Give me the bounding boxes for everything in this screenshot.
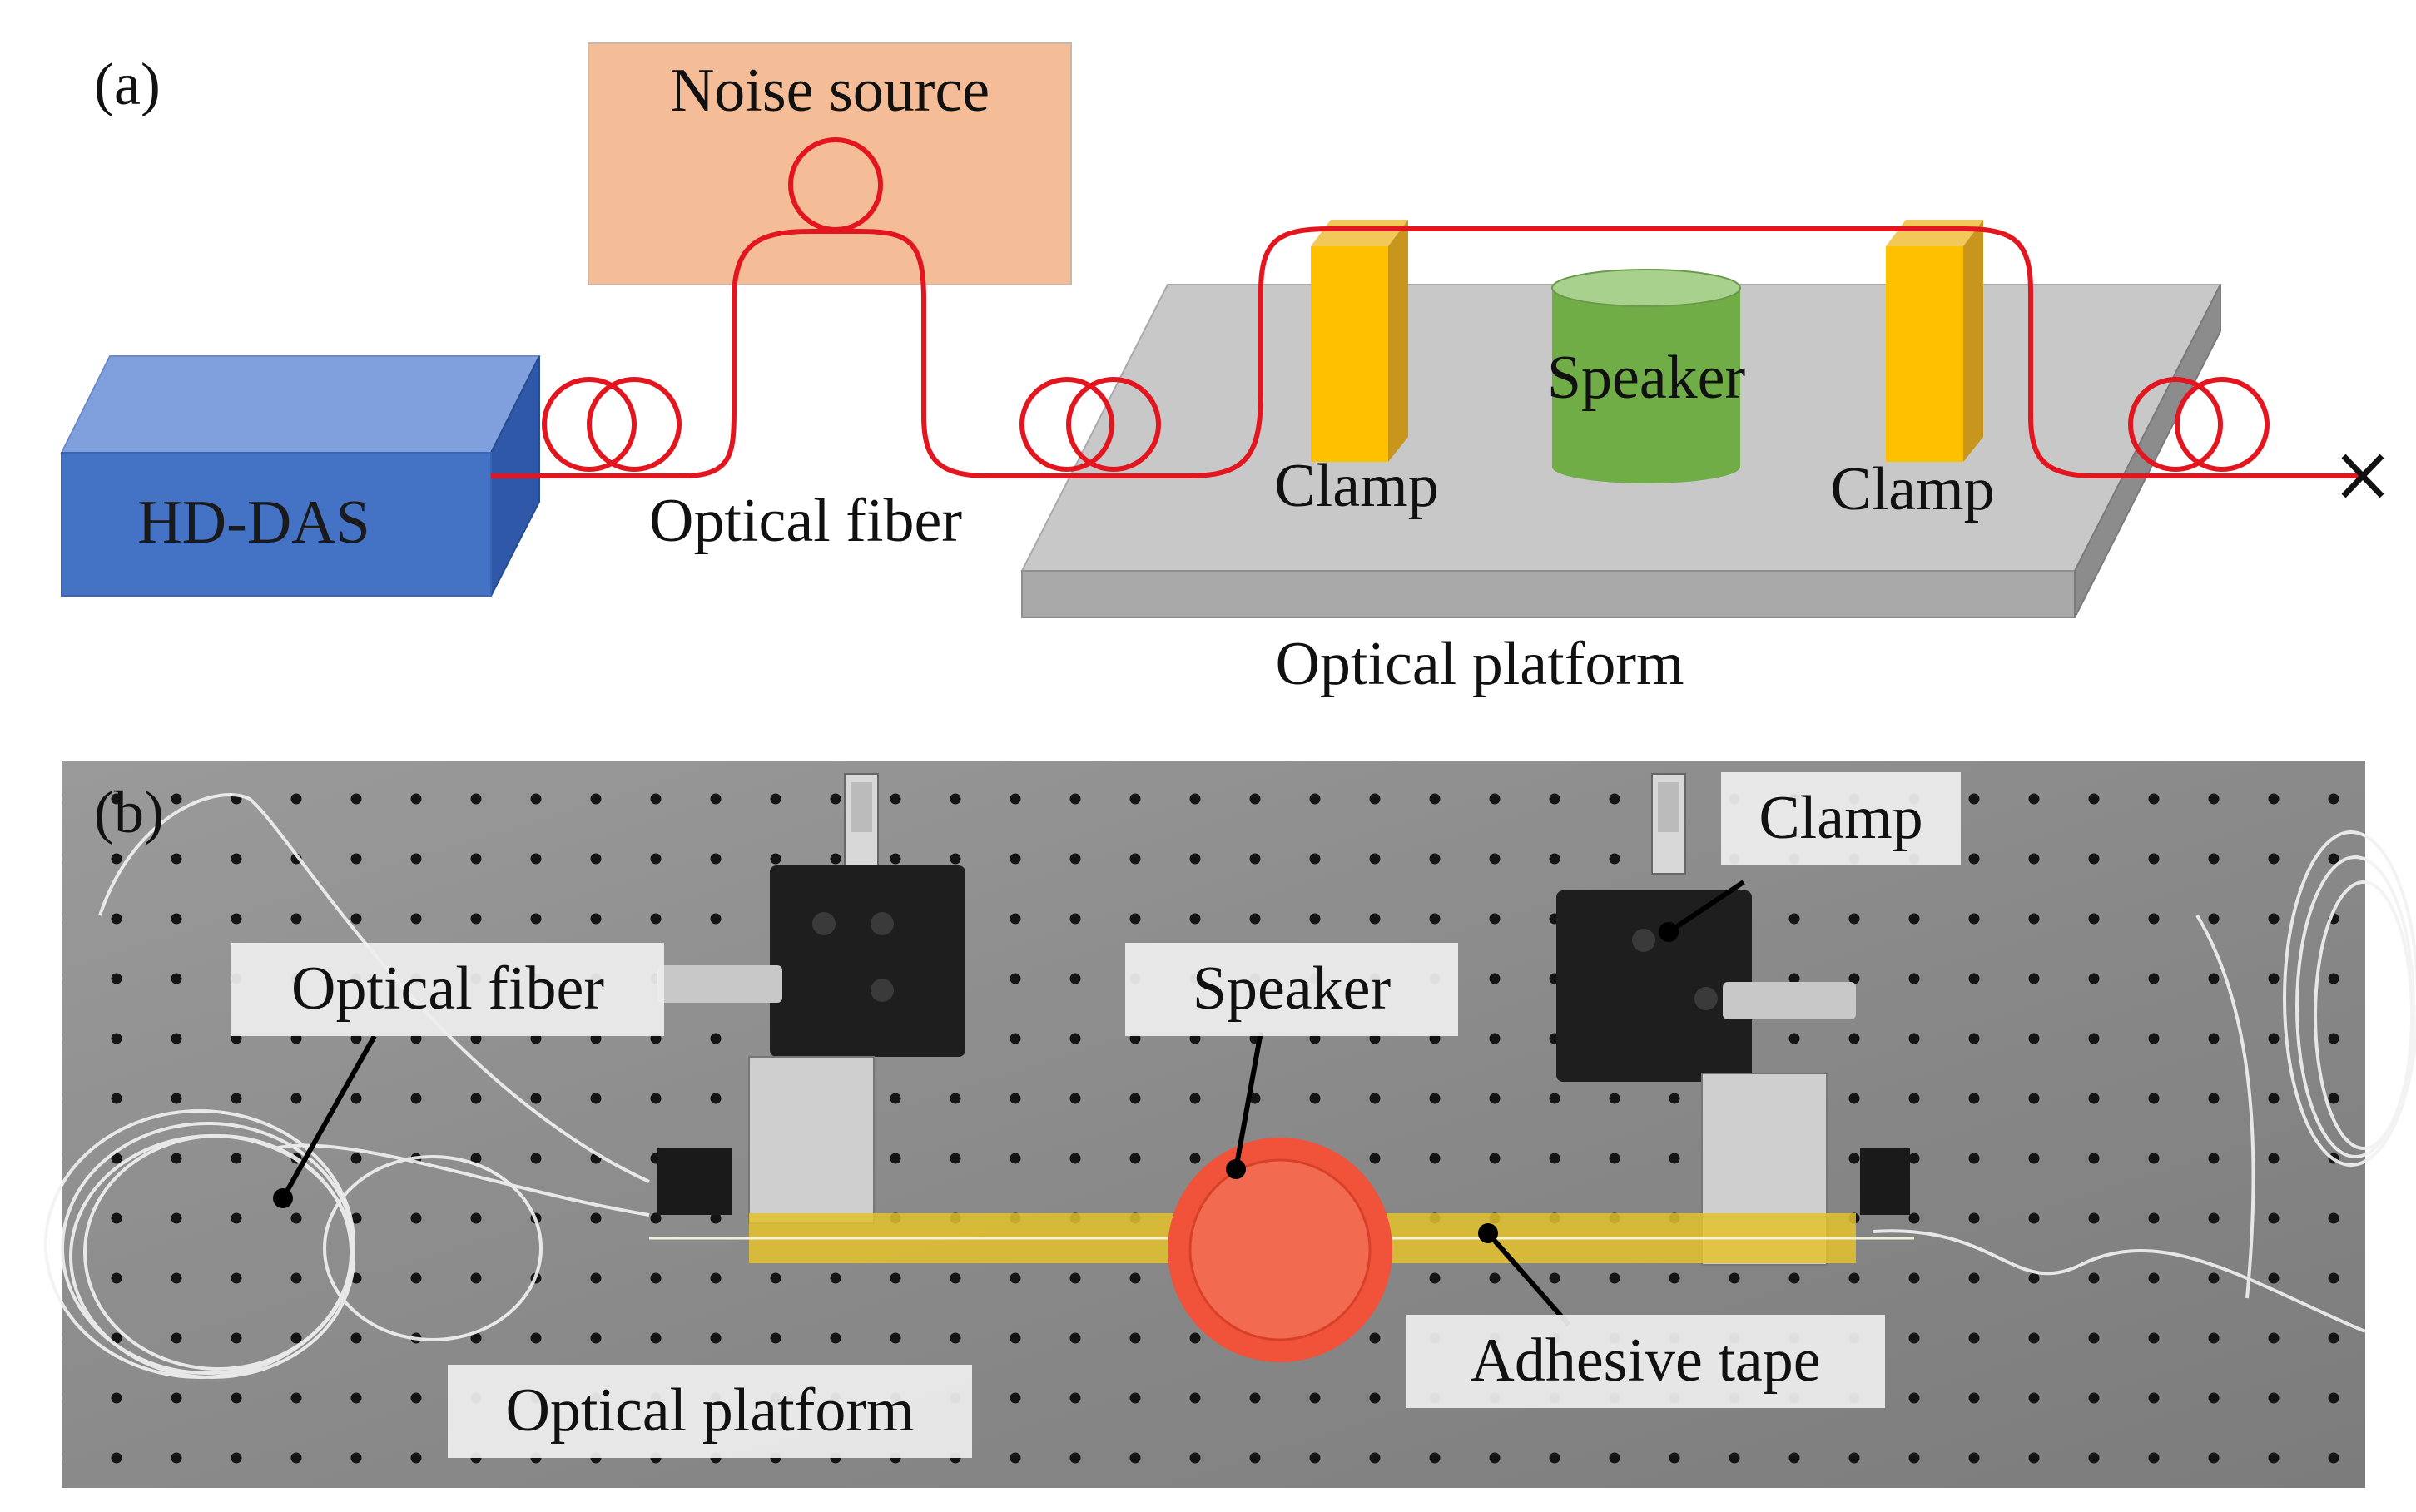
hd-das-box	[60, 355, 541, 597]
speaker-label-b: Speaker	[1193, 954, 1391, 1023]
optical-platform-label-b: Optical platform	[505, 1376, 914, 1445]
label-box-optical-platform	[448, 1365, 972, 1458]
optical-fiber-label-a: Optical fiber	[649, 487, 962, 555]
panel-b-photo: (b) Optical fiber Speaker Clamp Adhesive…	[44, 761, 2416, 1488]
label-box-adhesive-tape	[1406, 1315, 1885, 1408]
speaker-label: Speaker	[1547, 344, 1745, 412]
hd-das-label: HD-DAS	[137, 488, 370, 557]
noise-source-label: Noise source	[670, 57, 990, 125]
label-box-optical-fiber	[231, 943, 664, 1036]
fiber-coil-left	[44, 793, 650, 1379]
clamp-right	[1886, 220, 1983, 462]
clamp-left-label: Clamp	[1274, 452, 1438, 520]
clamp-mechanism-left	[657, 773, 965, 1224]
panel-a-label: (a)	[94, 51, 161, 117]
fiber-coil-right	[1872, 830, 2416, 1333]
callout-dots	[273, 922, 1679, 1243]
optical-fiber-label-b: Optical fiber	[291, 954, 604, 1023]
optical-platform-label-a: Optical platform	[1275, 630, 1684, 698]
clamp-label-b: Clamp	[1759, 784, 1922, 852]
callout-pointers	[280, 880, 1745, 1326]
panel-a: (a) Noise source HD-DAS	[60, 42, 2384, 698]
adhesive-tape-label: Adhesive tape	[1470, 1326, 1820, 1395]
clamp-right-label: Clamp	[1830, 455, 1994, 523]
label-box-clamp	[1721, 772, 1961, 865]
panel-b-label: (b)	[94, 779, 164, 845]
optical-fiber-path	[491, 137, 2364, 478]
noise-source-box	[588, 42, 1072, 285]
speaker-photo	[1168, 1138, 1392, 1362]
speaker-cylinder	[1551, 269, 1741, 483]
label-box-speaker	[1125, 943, 1458, 1036]
clamp-left	[1311, 220, 1408, 462]
fiber-end-mark	[2341, 454, 2384, 498]
